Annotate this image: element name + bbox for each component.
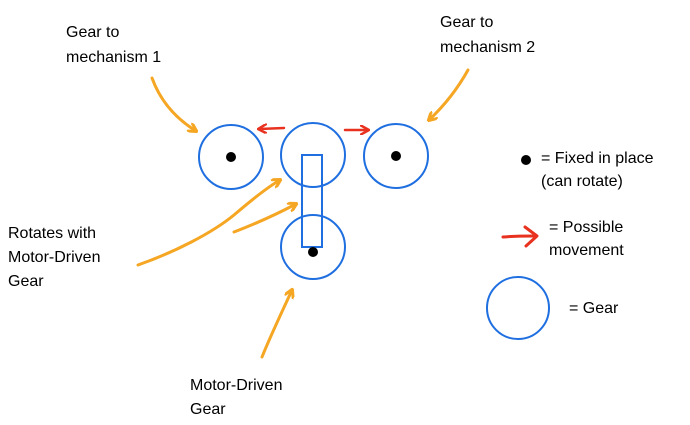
label-rotates-with-motor-gear: Rotates with Motor-Driven Gear xyxy=(8,225,105,290)
legend-gear-label: = Gear xyxy=(569,300,619,317)
gears xyxy=(198,122,429,280)
arrow-rotates-2 xyxy=(232,204,296,234)
legend-movement-label: = Possible movement xyxy=(549,219,628,259)
pivot-motor-gear xyxy=(308,247,318,257)
arrow-motor-gear xyxy=(260,290,292,359)
arrow-rotates-1 xyxy=(136,180,280,267)
connecting-rod xyxy=(301,154,323,248)
motor-driven-gear xyxy=(280,214,346,280)
pivots xyxy=(226,151,401,257)
legend-fixed-label: = Fixed in place (can rotate) xyxy=(541,150,658,190)
movement-arrows xyxy=(259,128,368,130)
gear-to-mechanism-1 xyxy=(198,124,264,190)
legend-fixed-dot-icon xyxy=(521,155,531,165)
label-motor-driven-gear: Motor-Driven Gear xyxy=(190,377,287,418)
movement-arrow-left xyxy=(259,128,286,129)
gear-to-mechanism-2 xyxy=(363,123,429,189)
arrow-to-gear-2 xyxy=(429,68,470,120)
pivot-gear-1 xyxy=(226,152,236,162)
arrow-to-gear-1 xyxy=(150,76,196,131)
label-gear-to-mechanism-2: Gear to mechanism 2 xyxy=(440,14,535,56)
legend: = Fixed in place (can rotate) = Possible… xyxy=(486,150,658,340)
pivot-gear-2 xyxy=(391,151,401,161)
legend-gear-icon xyxy=(486,276,550,340)
label-gear-to-mechanism-1: Gear to mechanism 1 xyxy=(66,24,161,66)
gear-center-top xyxy=(280,122,346,188)
legend-movement-arrow-icon xyxy=(501,225,539,248)
annotation-arrows xyxy=(136,68,470,359)
